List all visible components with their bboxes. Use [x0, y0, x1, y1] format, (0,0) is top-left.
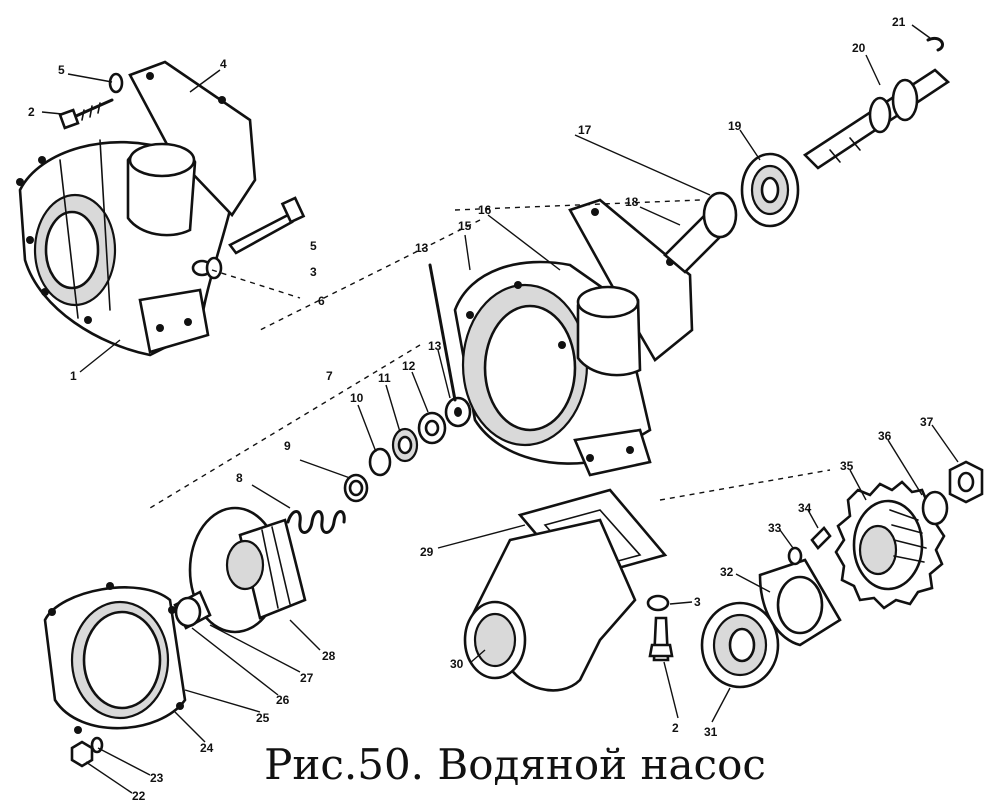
- part-13-seal-rings: [428, 263, 472, 428]
- part-22-23-nut-washer: [70, 736, 104, 768]
- callout-31: 31: [704, 725, 718, 739]
- callout-4: 4: [220, 57, 227, 71]
- callout-labels: 5 2 4 1 5 3 6 17 18 16 15 13 19 20 21 7 …: [28, 15, 934, 802]
- part-30-elbow-pipe: [463, 518, 637, 692]
- callout-5-mid: 5: [310, 239, 317, 253]
- callout-10: 10: [350, 391, 364, 405]
- part-33-34-pin: [787, 526, 832, 566]
- callout-32: 32: [720, 565, 734, 579]
- figure-caption: Рис.50. Водяной насос: [264, 740, 766, 789]
- callout-3-lower: 3: [694, 595, 701, 609]
- callout-9: 9: [284, 439, 291, 453]
- callout-13-top: 13: [415, 241, 429, 255]
- callout-34: 34: [798, 501, 812, 515]
- part-10-ring: [368, 447, 392, 477]
- part-37-nut: [948, 460, 984, 504]
- callout-16: 16: [478, 203, 492, 217]
- callout-1: 1: [70, 369, 77, 383]
- callout-27: 27: [300, 671, 314, 685]
- part-9-ring: [343, 473, 369, 503]
- callout-13-mid: 13: [428, 339, 442, 353]
- callout-33: 33: [768, 521, 782, 535]
- part-21-key: [926, 36, 944, 52]
- part-36-washer: [921, 490, 949, 526]
- callout-37: 37: [920, 415, 934, 429]
- callout-28: 28: [322, 649, 336, 663]
- part-3-washer-lower: [646, 594, 670, 612]
- callout-22: 22: [132, 789, 146, 802]
- part-26-27-hub-nut: [173, 590, 212, 630]
- part-12-ring: [417, 411, 447, 445]
- part-20-shaft: [802, 68, 951, 170]
- callout-26: 26: [276, 693, 290, 707]
- callout-23: 23: [150, 771, 164, 785]
- part-35-gear: [834, 480, 946, 610]
- callout-35: 35: [840, 459, 854, 473]
- part-11-ring: [391, 427, 419, 463]
- callout-24: 24: [200, 741, 214, 755]
- callout-17: 17: [578, 123, 592, 137]
- part-18-shaft-seal: [663, 191, 738, 274]
- callout-19: 19: [728, 119, 742, 133]
- callout-3-mid: 3: [310, 265, 317, 279]
- leader-lines: [41, 24, 959, 794]
- callout-15: 15: [458, 219, 472, 233]
- part-28-impeller: [188, 506, 307, 634]
- callout-2-lower: 2: [672, 721, 679, 735]
- part-8-spring: [286, 510, 346, 534]
- callout-6: 6: [318, 294, 325, 308]
- part-5-washer: [108, 72, 124, 94]
- callout-5-top: 5: [58, 63, 65, 77]
- part-1-cover-housing: [16, 60, 257, 357]
- part-16-pump-body: [453, 198, 694, 477]
- callout-20: 20: [852, 41, 866, 55]
- part-32-flange: [758, 558, 842, 647]
- callout-30: 30: [450, 657, 464, 671]
- callout-12: 12: [402, 359, 416, 373]
- part-31-bearing: [700, 601, 780, 689]
- callout-21: 21: [892, 15, 906, 29]
- callout-7: 7: [326, 369, 333, 383]
- callout-11: 11: [378, 371, 391, 385]
- part-19-bearing: [740, 152, 800, 228]
- part-5-long-bolt: [228, 196, 306, 255]
- callout-36: 36: [878, 429, 892, 443]
- part-2-bolt: [58, 98, 114, 130]
- callout-8: 8: [236, 471, 243, 485]
- callout-2-top: 2: [28, 105, 35, 119]
- part-2-bolt-lower: [648, 616, 674, 662]
- callout-18: 18: [625, 195, 639, 209]
- part-3-6-washers: [191, 256, 223, 280]
- callout-29: 29: [420, 545, 434, 559]
- part-24-cover: [43, 582, 187, 734]
- callout-25: 25: [256, 711, 270, 725]
